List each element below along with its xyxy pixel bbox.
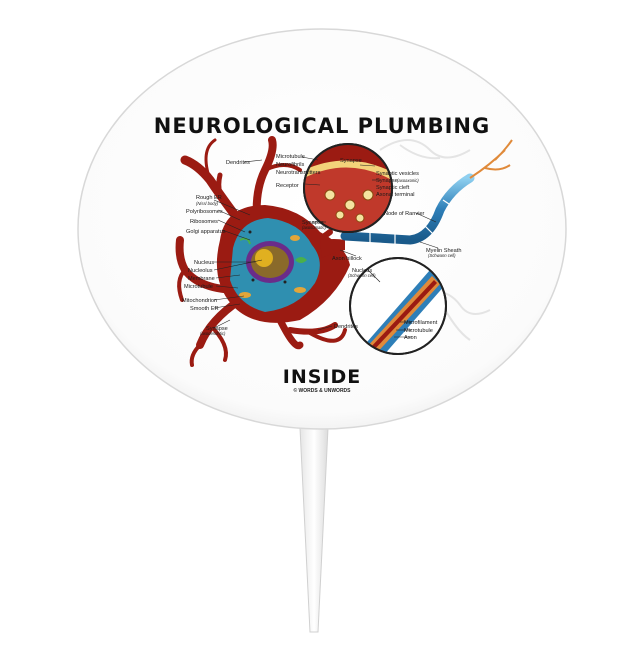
label-synaptic-vesicles: Synaptic vesicles [376,171,419,177]
label-axon: Axon [404,335,417,341]
axon-hillock [320,239,345,258]
label-membrane: Membrane [188,276,215,282]
axon-terminal-branch [469,139,513,179]
label-neurotransmitters: Neurotransmitters [276,170,321,176]
label-synapse-axosomatic: Synapse [302,220,324,226]
label-microtubule-left: Microtubule [184,284,213,290]
label-microtubule-right: Microtubule [404,328,433,334]
label-polyribosomes: Polyribosomes [186,209,223,215]
label-nucleus-right: Nucleus [352,268,372,274]
label-axonal-terminal: Axonal terminal [376,192,415,198]
oval-plaque [77,28,567,430]
leader-lines [213,156,439,338]
synapse-inset [303,143,393,233]
label-dendrites-top: Dendrites [226,160,250,166]
label-synaptic-cleft: Synaptic cleft [376,185,410,191]
label-synapse-axoaxonic-sub: (axoaxonic) [397,178,419,183]
label-dendrites-bottom: Dendrites [334,324,358,330]
label-receptor: Receptor [276,183,299,189]
label-rough-er-sub: (Nissl body) [196,201,219,206]
label-smooth-er: Smooth ER [190,306,219,312]
credit-text: © WORDS & UNWORDS [293,388,351,394]
label-node-of-ranvier: Node of Ranvier [384,211,425,217]
label-ribosomes: Ribosomes [190,219,218,225]
nodes-of-ranvier [369,199,453,244]
title-neurological-plumbing: NEUROLOGICAL PLUMBING [153,114,491,138]
diagram-labels: Dendrites Microtubule Neurofibrils Neuro… [182,154,461,341]
axon-section-inset [349,257,447,355]
label-nucleus-right-sub: (Schwann cell) [348,273,376,278]
label-neurofibrils: Neurofibrils [276,162,304,168]
label-myelin-sheath-sub: (Schwann cell) [428,253,456,258]
label-synapse-top: Synapse [340,158,362,164]
label-microfilament: Microfilament [404,320,438,326]
label-axon-hillock: Axon hillock [332,256,362,262]
label-synapse-axosomatic-sub: (axosomatic) [302,225,327,230]
label-golgi: Golgi apparatus [186,229,226,235]
label-synapse-axoaxonic: Synapse [376,178,398,184]
title-inside: INSIDE [282,366,362,388]
label-synapse-axodendritic-sub: (axodendritic) [200,331,226,336]
nucleolus [255,249,273,267]
label-rough-er: Rough ER [196,195,222,201]
label-mitochondrion: Mitochondrion [182,298,217,304]
label-nucleus-left: Nucleus [194,260,214,266]
topper-stick [299,427,329,633]
label-microtubule: Microtubule [276,154,305,160]
label-synapse-axodendritic: Synapse [206,326,228,332]
label-myelin-sheath: Myelin Sheath [426,248,461,254]
myelinated-axon [340,173,475,245]
label-nucleolus: Nucleolus [188,268,213,274]
